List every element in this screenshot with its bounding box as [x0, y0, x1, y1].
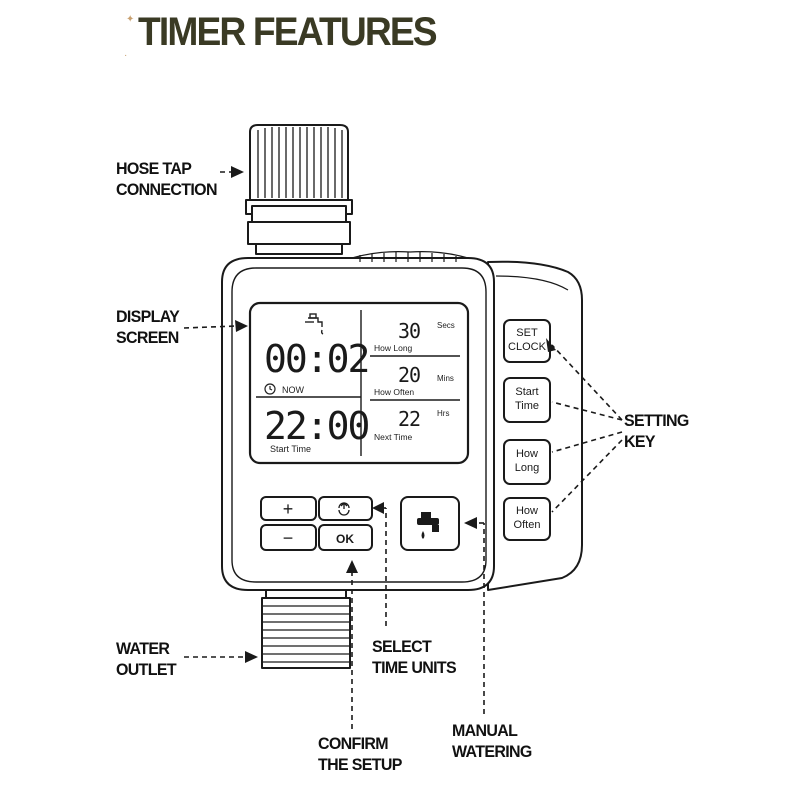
callout-water-outlet: WATER OUTLET [116, 638, 177, 680]
callout-line: SETTING [624, 411, 689, 430]
callout-line: HOSE TAP [116, 159, 192, 178]
callout-manual-watering: MANUAL WATERING [452, 720, 532, 762]
clock-icon [264, 383, 276, 395]
callout-line: SELECT [372, 637, 432, 656]
how-often-label: How Often [374, 387, 414, 397]
now-label: NOW [282, 385, 305, 395]
start-time-label: Start Time [270, 444, 311, 454]
faucet-drop-icon [417, 512, 439, 539]
how-often-value: 20 [398, 363, 420, 387]
plus-button-label: + [283, 499, 294, 519]
select-button[interactable] [318, 496, 373, 521]
hose-tap-connector [245, 124, 353, 255]
callout-line: TIME UNITS [372, 658, 457, 677]
start-time-key-label-line1: Start [515, 386, 538, 398]
how-long-value: 30 [398, 319, 420, 343]
ok-button[interactable] [318, 524, 373, 551]
minus-button[interactable] [260, 524, 317, 551]
callout-hose-tap-connection: HOSE TAP CONNECTION [116, 158, 218, 200]
set-clock-key-label-line2: CLOCK [508, 341, 547, 353]
next-time-label: Next Time [374, 432, 413, 442]
callout-confirm-setup: CONFIRM THE SETUP [318, 733, 402, 775]
how-long-unit: Secs [437, 321, 455, 330]
callout-display-screen: DISPLAY SCREEN [116, 306, 180, 348]
set-clock-key-label-line1: SET [516, 327, 538, 339]
ok-button-label: OK [336, 532, 354, 546]
callout-setting-key: SETTING KEY [624, 410, 689, 452]
set-clock-key[interactable] [503, 319, 551, 363]
plus-button[interactable] [260, 496, 317, 521]
callout-line: WATER [116, 639, 170, 658]
callout-line: CONFIRM [318, 734, 389, 753]
how-often-key-label-line2: Often [514, 519, 541, 531]
water-outlet-thread [261, 589, 351, 669]
next-time-unit: Hrs [437, 409, 449, 418]
how-often-unit: Mins [437, 374, 454, 383]
callout-line: CONNECTION [116, 180, 218, 199]
next-time-value: 22 [398, 407, 420, 431]
callout-line: MANUAL [452, 721, 518, 740]
callout-line: THE SETUP [318, 755, 402, 774]
start-time-key[interactable] [503, 377, 551, 423]
how-long-key-label-line1: How [516, 448, 538, 460]
how-long-key-label-line2: Long [515, 462, 539, 474]
how-long-key[interactable] [503, 439, 551, 485]
now-time-readout: 00:02 [264, 337, 368, 381]
display-screen [248, 301, 470, 465]
how-often-key-label-line1: How [516, 505, 538, 517]
faucet-icon [305, 313, 324, 335]
decor-star-icon: ✦ [126, 14, 135, 25]
how-often-key[interactable] [503, 497, 551, 541]
callout-line: DISPLAY [116, 307, 180, 326]
how-long-label: How Long [374, 343, 413, 353]
callout-line: KEY [624, 432, 656, 451]
callout-line: SCREEN [116, 328, 179, 347]
cycle-arrows-icon [338, 502, 350, 516]
callout-line: OUTLET [116, 660, 177, 679]
callout-select-time-units: SELECT TIME UNITS [372, 636, 457, 678]
leader-set-clock [551, 344, 623, 421]
leader-how-often [551, 439, 623, 513]
start-time-key-label-line2: Time [515, 400, 539, 412]
callout-line: WATERING [452, 742, 532, 761]
leader-how-long [551, 431, 623, 453]
minus-button-label: − [283, 528, 294, 548]
decor-star-icon: · [124, 50, 128, 61]
page-title: TIMER FEATURES [138, 10, 438, 54]
leader-start-time [551, 401, 623, 421]
start-time-readout: 22:00 [264, 404, 369, 448]
